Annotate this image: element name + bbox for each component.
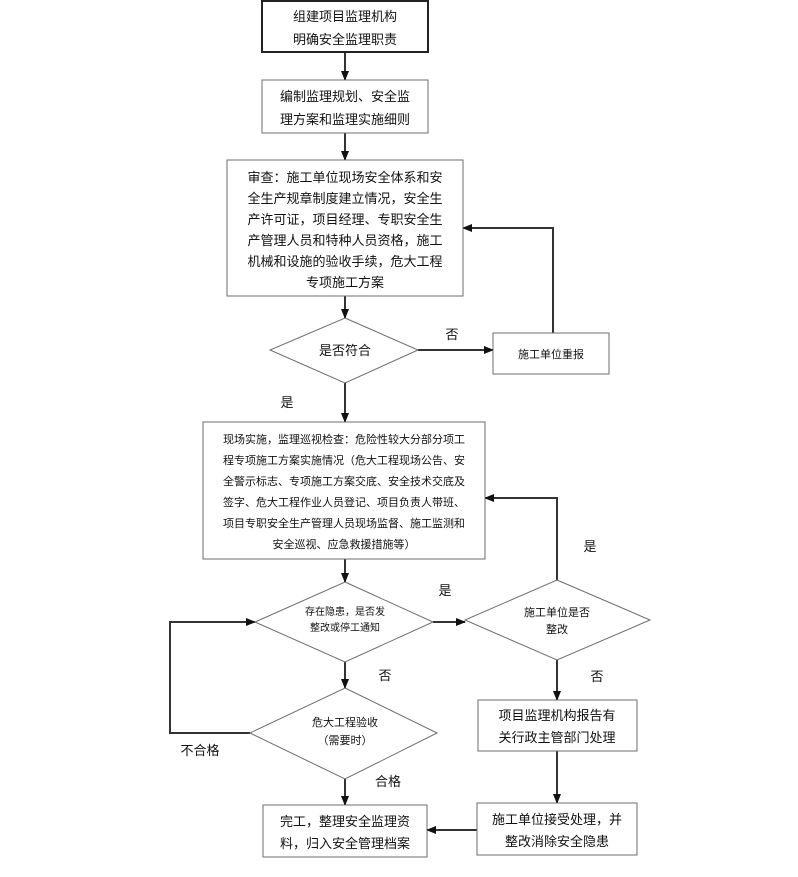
- node-resubmit: 施工单位重报: [492, 332, 610, 375]
- node-accept-handling: 施工单位接受处理，并 整改消除安全隐患: [476, 802, 638, 856]
- decision-text: 施工单位是否: [524, 605, 590, 619]
- node-text: 施工单位重报: [518, 347, 584, 361]
- node-plan: 编制监理规划、安全监 理方案和监理实施细则: [261, 79, 429, 134]
- decision-text: 整改: [546, 622, 568, 636]
- arrow-resubmit-review: [462, 224, 554, 333]
- decision-text: 是否符合: [319, 343, 371, 359]
- label-yes: 是: [280, 396, 293, 411]
- decision-rectify: 施工单位是否 整改: [463, 579, 652, 661]
- decision-hazard: 存在隐患，是否发 整改或停工通知: [253, 581, 435, 663]
- node-text: 签字、危大工程作业人员登记、项目负责人带班、: [223, 495, 465, 509]
- node-text: 全生产规章制度建立情况，安全生: [247, 191, 442, 207]
- node-text: 项目专职安全生产管理人员现场监督、施工监测和: [223, 516, 465, 530]
- node-text: 现场实施，监理巡视检查：危险性较大分部分项工: [223, 432, 465, 446]
- decision-acceptance: 危大工程验收 （需要时）: [248, 687, 439, 780]
- node-review: 审查：施工单位现场安全体系和安 全生产规章制度建立情况，安全生 产许可证，项目经…: [226, 159, 464, 297]
- node-text: 组建项目监理机构: [293, 10, 397, 25]
- node-text: 全警示标志、专项施工方案交底、安全技术交底及: [223, 474, 465, 488]
- label-no: 否: [590, 670, 603, 685]
- node-text: 完工，整理安全监理资: [280, 814, 410, 830]
- label-yes: 是: [583, 540, 596, 555]
- label-no: 否: [378, 669, 391, 684]
- node-text: 机械和设施的验收手续，危大工程: [247, 254, 442, 270]
- label-pass: 合格: [375, 774, 401, 790]
- node-text: 项目监理机构报告有: [498, 709, 615, 724]
- decision-text: （需要时）: [318, 734, 373, 747]
- node-text: 产许可证，项目经理、专职安全生: [247, 212, 442, 228]
- label-no: 否: [445, 328, 458, 343]
- node-inspection: 现场实施，监理巡视检查：危险性较大分部分项工 程专项施工方案实施情况（危大工程现…: [202, 421, 486, 560]
- node-text: 施工单位接受处理，并: [492, 812, 622, 828]
- arrow-rectify-inspection: [484, 494, 558, 580]
- arrow-fail-loop: [169, 618, 256, 734]
- node-report: 项目监理机构报告有 关行政主管部门处理: [477, 699, 638, 752]
- decision-comply: 是否符合: [268, 317, 420, 384]
- decision-text: 存在隐患，是否发: [305, 605, 385, 618]
- label-fail: 不合格: [180, 743, 219, 759]
- label-yes: 是: [438, 584, 451, 599]
- decision-text: 整改或停工通知: [310, 621, 380, 634]
- node-text: 程专项施工方案实施情况（危大工程现场公告、安: [223, 453, 465, 467]
- node-setup: 组建项目监理机构 明确安全监理职责: [261, 0, 429, 53]
- node-text: 整改消除安全隐患: [505, 834, 609, 850]
- node-text: 产管理人员和特种人员资格，施工: [247, 233, 442, 249]
- node-text: 料，归入安全管理档案: [280, 836, 410, 852]
- decision-text: 危大工程验收: [312, 715, 378, 729]
- node-text: 理方案和监理实施细则: [280, 112, 410, 128]
- node-complete: 完工，整理安全监理资 料，归入安全管理档案: [262, 804, 428, 858]
- node-text: 安全巡视、应急救援措施等）: [273, 537, 416, 551]
- node-text: 明确安全监理职责: [293, 32, 397, 48]
- node-text: 专项施工方案: [306, 275, 384, 291]
- node-text: 审查：施工单位现场安全体系和安: [247, 170, 442, 186]
- connectors: [169, 52, 561, 834]
- node-text: 编制监理规划、安全监: [280, 89, 410, 105]
- node-text: 关行政主管部门处理: [498, 731, 615, 746]
